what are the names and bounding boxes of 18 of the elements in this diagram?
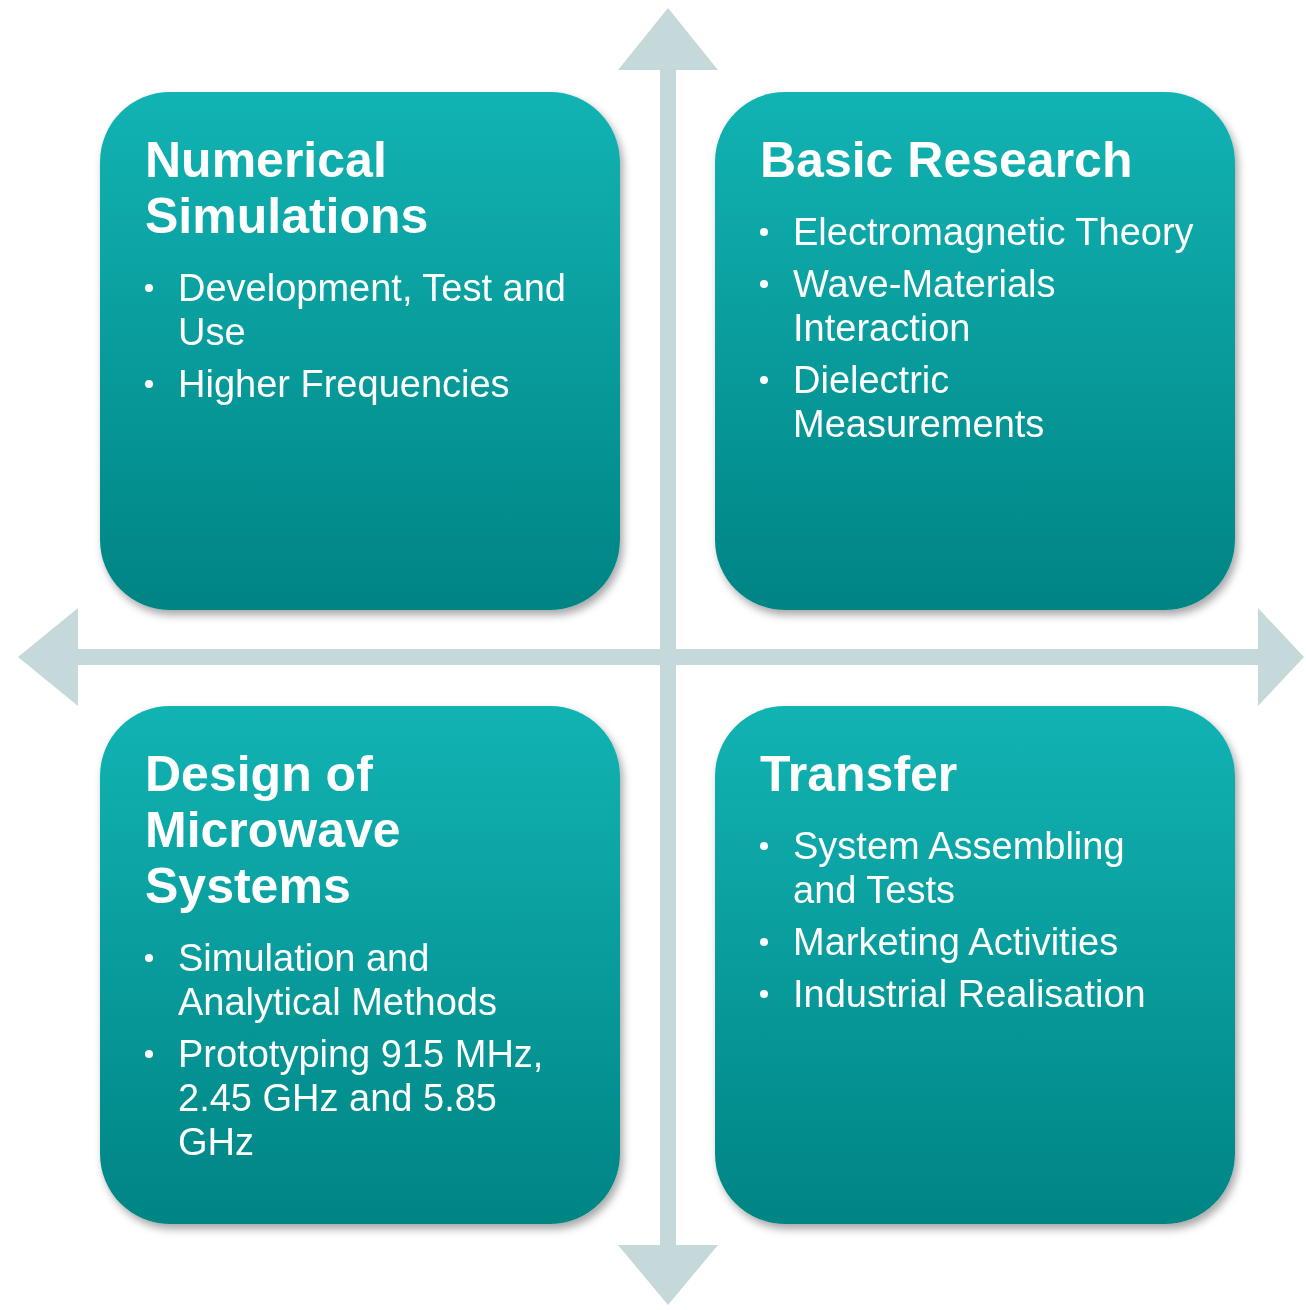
bullet-text: System Assembling and Tests — [793, 824, 1126, 912]
quadrant-box — [100, 706, 620, 1224]
quadrant-box — [715, 92, 1235, 610]
bullet-text: Higher Frequencies — [178, 362, 510, 406]
bullet-text: Development, Test and Use — [178, 266, 567, 354]
bullet-text: Wave-Materials Interaction — [793, 262, 1057, 350]
bullet-text: Prototyping 915 MHz, 2.45 GHz and 5.85 GHz — [178, 1032, 545, 1164]
quadrant-box — [715, 706, 1235, 1224]
box-heading: Numerical Simulations — [145, 132, 430, 244]
box-heading: Design of Microwave Systems — [145, 746, 402, 914]
bullet-text: Industrial Realisation — [793, 972, 1146, 1016]
bullet-text: Dielectric Measurements — [793, 358, 1046, 446]
bullet-text: Marketing Activities — [793, 920, 1119, 964]
quadrant-box — [100, 92, 620, 610]
box-heading: Transfer — [760, 746, 959, 802]
bullet-text: Electromagnetic Theory — [793, 210, 1194, 254]
bullet-text: Simulation and Analytical Methods — [178, 936, 498, 1024]
box-heading: Basic Research — [760, 132, 1134, 188]
